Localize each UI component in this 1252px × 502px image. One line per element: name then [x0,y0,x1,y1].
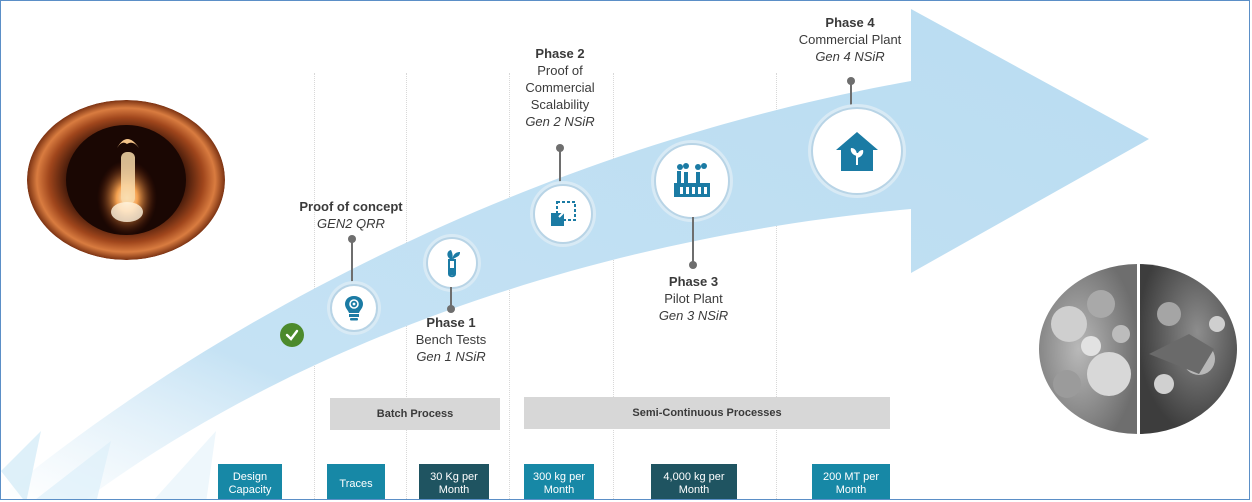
milestone-subtitle-line: Scalability [530,97,590,112]
milestone-generation: Gen 2 NSiR [525,114,595,129]
milestone-phase-4: Phase 4 Commercial Plant Gen 4 NSiR [777,14,923,65]
factory-icon [654,143,730,219]
connector-line [450,287,452,309]
test-tube-leaf-icon [426,237,478,289]
milestone-title: Phase 2 [535,46,585,61]
capacity-phase-4: 200 MT per Month [812,464,890,499]
lightbulb-gear-icon [330,284,378,332]
milestone-subtitle-line: Proof of [537,63,583,78]
milestone-subtitle: Bench Tests [415,332,487,347]
column-divider [776,73,777,499]
milestone-title: Proof of concept [299,199,403,214]
connector-dot [689,261,697,269]
milestone-title: Phase 4 [825,15,875,30]
capacity-phase-3: 4,000 kg per Month [651,464,737,499]
milestone-generation: Gen 4 NSiR [815,49,885,64]
checkmark-icon [280,323,304,347]
milestone-phase-3: Phase 3 Pilot Plant Gen 3 NSiR [631,273,756,324]
milestone-title: Phase 1 [426,315,476,330]
milestone-subtitle-line: Commercial [525,80,595,95]
microscopy-photo [1039,264,1237,434]
connector-line [850,81,852,107]
milestone-subtitle: Commercial Plant [798,32,902,47]
capacity-phase-2: 300 kg per Month [524,464,594,499]
milestone-generation: Gen 3 NSiR [658,308,729,323]
house-sprout-icon [811,107,903,195]
milestone-subtitle: Pilot Plant [664,291,723,306]
column-divider [314,73,315,499]
column-divider [613,73,614,499]
connector-dot [348,235,356,243]
milestone-phase-1: Phase 1 Bench Tests Gen 1 NSiR [391,314,511,365]
milestone-generation: Gen 1 NSiR [416,349,486,364]
capacity-design: Design Capacity [218,464,282,499]
milestone-title: Phase 3 [668,274,719,289]
capacity-traces: Traces [327,464,385,499]
milestone-generation: GEN2 QRR [317,216,385,231]
connector-line [559,148,561,184]
milestone-phase-2: Phase 2 Proof of Commercial Scalability … [501,45,619,130]
scale-up-icon [533,184,593,244]
connector-line [692,217,694,265]
milestone-proof-of-concept: Proof of concept GEN2 QRR [281,198,421,232]
capacity-phase-1: 30 Kg per Month [419,464,489,499]
connector-dot [447,305,455,313]
connector-line [351,239,353,285]
process-band-batch: Batch Process [330,398,500,430]
furnace-photo [27,100,225,260]
process-band-semi-continuous: Semi-Continuous Processes [524,397,890,429]
